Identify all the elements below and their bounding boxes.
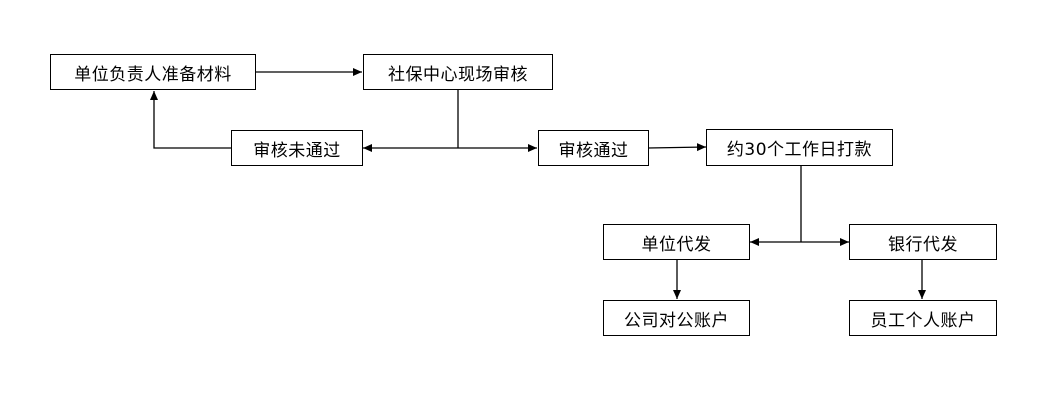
arrow-approved-to-payment xyxy=(647,143,707,152)
node-bank-pay: 银行代发 xyxy=(849,224,997,260)
arrow-rejected-to-prepare xyxy=(150,91,231,149)
node-prepare-materials: 单位负责人准备材料 xyxy=(50,54,256,90)
node-unit-pay: 单位代发 xyxy=(603,224,750,260)
node-company-account: 公司对公账户 xyxy=(603,300,750,336)
node-review-rejected: 审核未通过 xyxy=(231,130,363,166)
node-onsite-review: 社保中心现场审核 xyxy=(363,54,553,90)
node-payment: 约30个工作日打款 xyxy=(706,129,893,166)
node-review-approved: 审核通过 xyxy=(538,130,649,166)
node-employee-account: 员工个人账户 xyxy=(849,300,997,336)
